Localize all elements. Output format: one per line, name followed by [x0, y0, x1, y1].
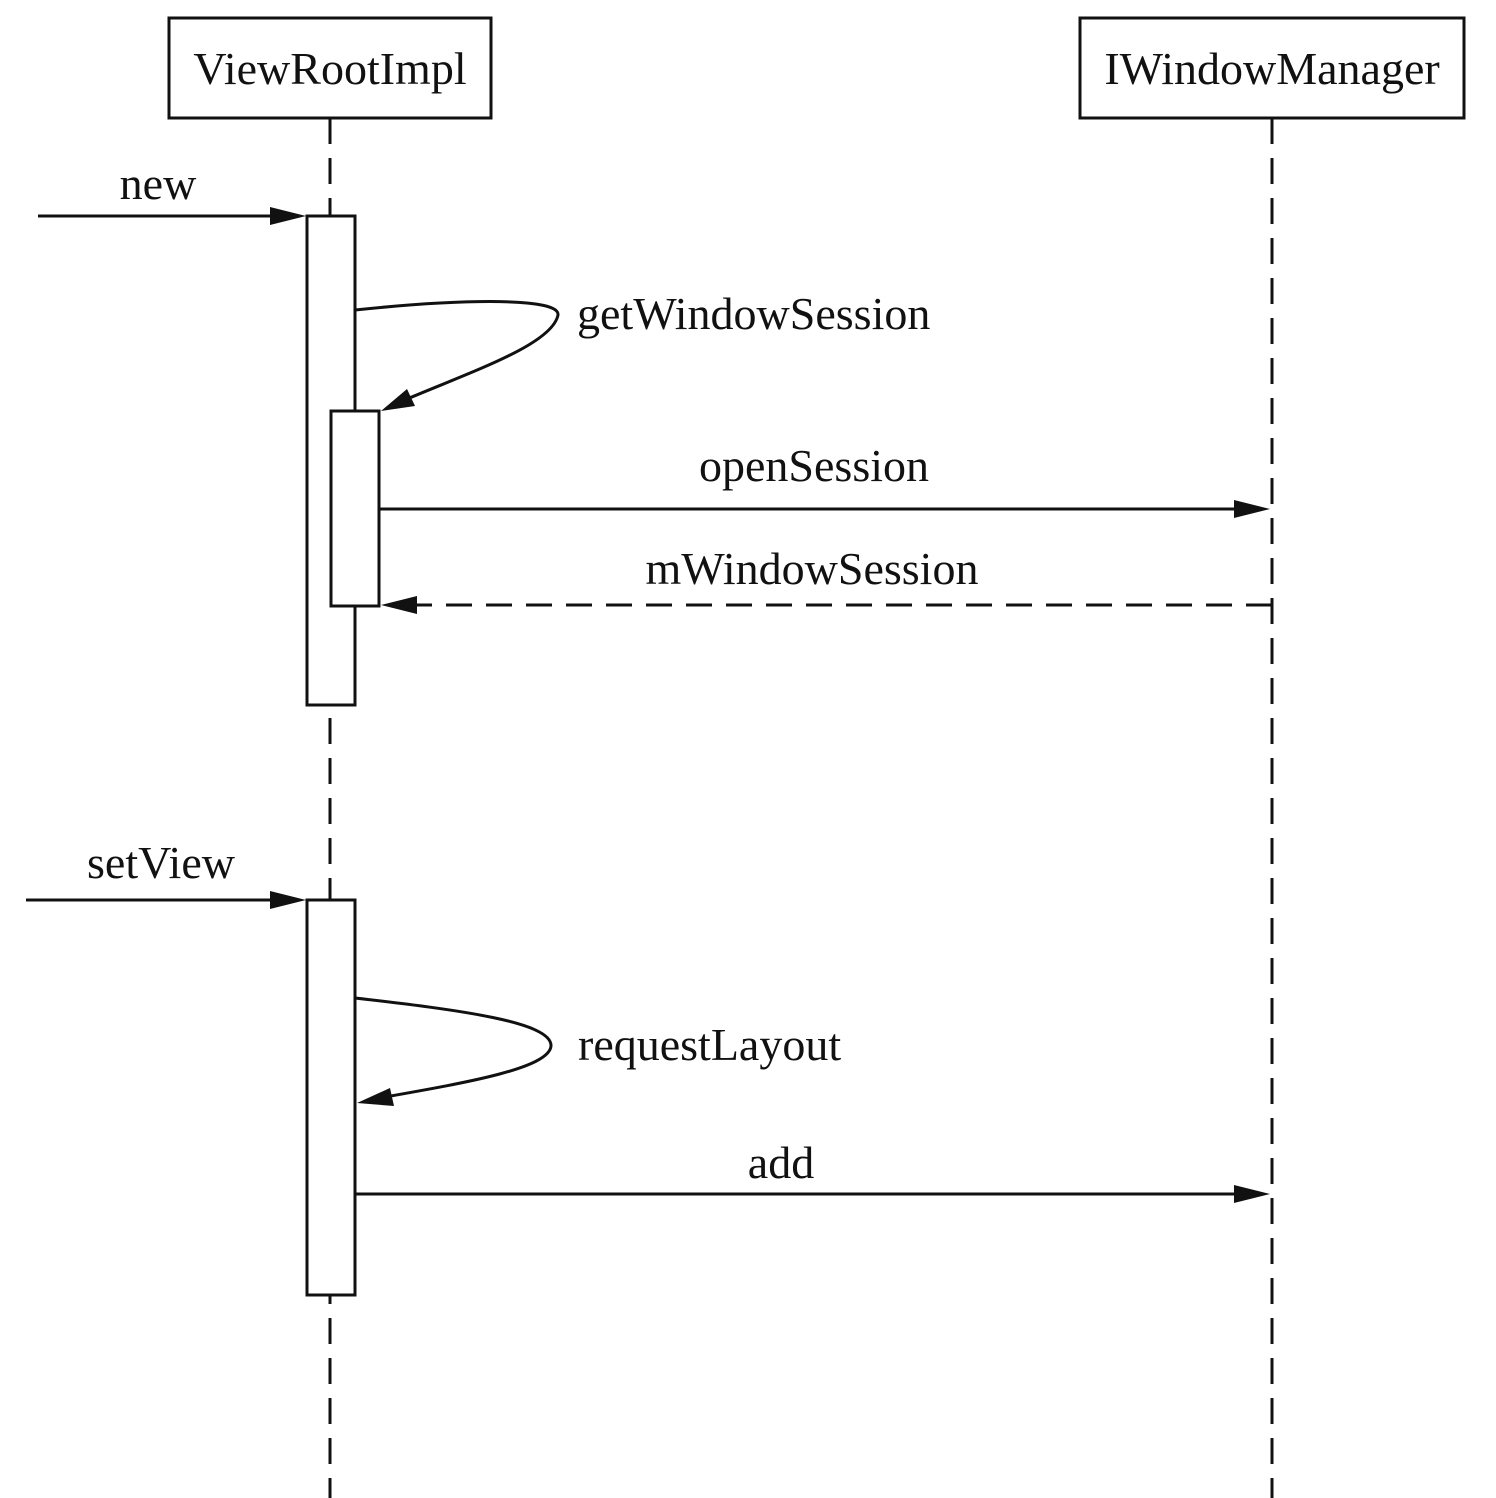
activation-bar-get-window-session	[329, 409, 381, 608]
participant-label-view-root-impl: ViewRootImpl	[193, 43, 466, 94]
message-request-layout-label: requestLayout	[578, 1019, 841, 1070]
message-get-window-session-label: getWindowSession	[577, 288, 930, 339]
message-new-label: new	[120, 158, 197, 209]
message-get-window-session-arrowhead	[381, 389, 415, 411]
message-new-arrowhead	[270, 207, 306, 225]
message-request-layout-arrowhead	[357, 1088, 394, 1106]
message-get-window-session-curve	[354, 300, 560, 404]
message-get-window-session: getWindowSession	[354, 288, 930, 411]
message-open-session: openSession	[379, 440, 1270, 518]
message-open-session-label: openSession	[699, 440, 929, 491]
message-m-window-session-label: mWindowSession	[646, 543, 979, 594]
message-set-view-arrowhead	[270, 891, 306, 909]
message-open-session-arrowhead	[1234, 500, 1270, 518]
message-request-layout-curve	[354, 996, 553, 1099]
participant-box-view-root-impl	[167, 16, 493, 120]
message-m-window-session: mWindowSession	[381, 543, 1272, 614]
participant-box-iwindow-manager	[1078, 16, 1466, 120]
activation-bar-set-view	[305, 898, 357, 1297]
participant-view-root-impl: ViewRootImpl	[167, 16, 493, 120]
message-add: add	[355, 1137, 1270, 1203]
participant-iwindow-manager: IWindowManager	[1078, 16, 1466, 120]
message-new: new	[38, 158, 306, 225]
message-add-arrowhead	[1234, 1185, 1270, 1203]
message-set-view-label: setView	[87, 837, 236, 888]
participant-label-iwindow-manager: IWindowManager	[1104, 43, 1439, 94]
message-add-label: add	[748, 1137, 814, 1188]
message-m-window-session-arrowhead	[381, 596, 417, 614]
message-set-view: setView	[26, 837, 306, 909]
message-request-layout: requestLayout	[354, 996, 841, 1106]
